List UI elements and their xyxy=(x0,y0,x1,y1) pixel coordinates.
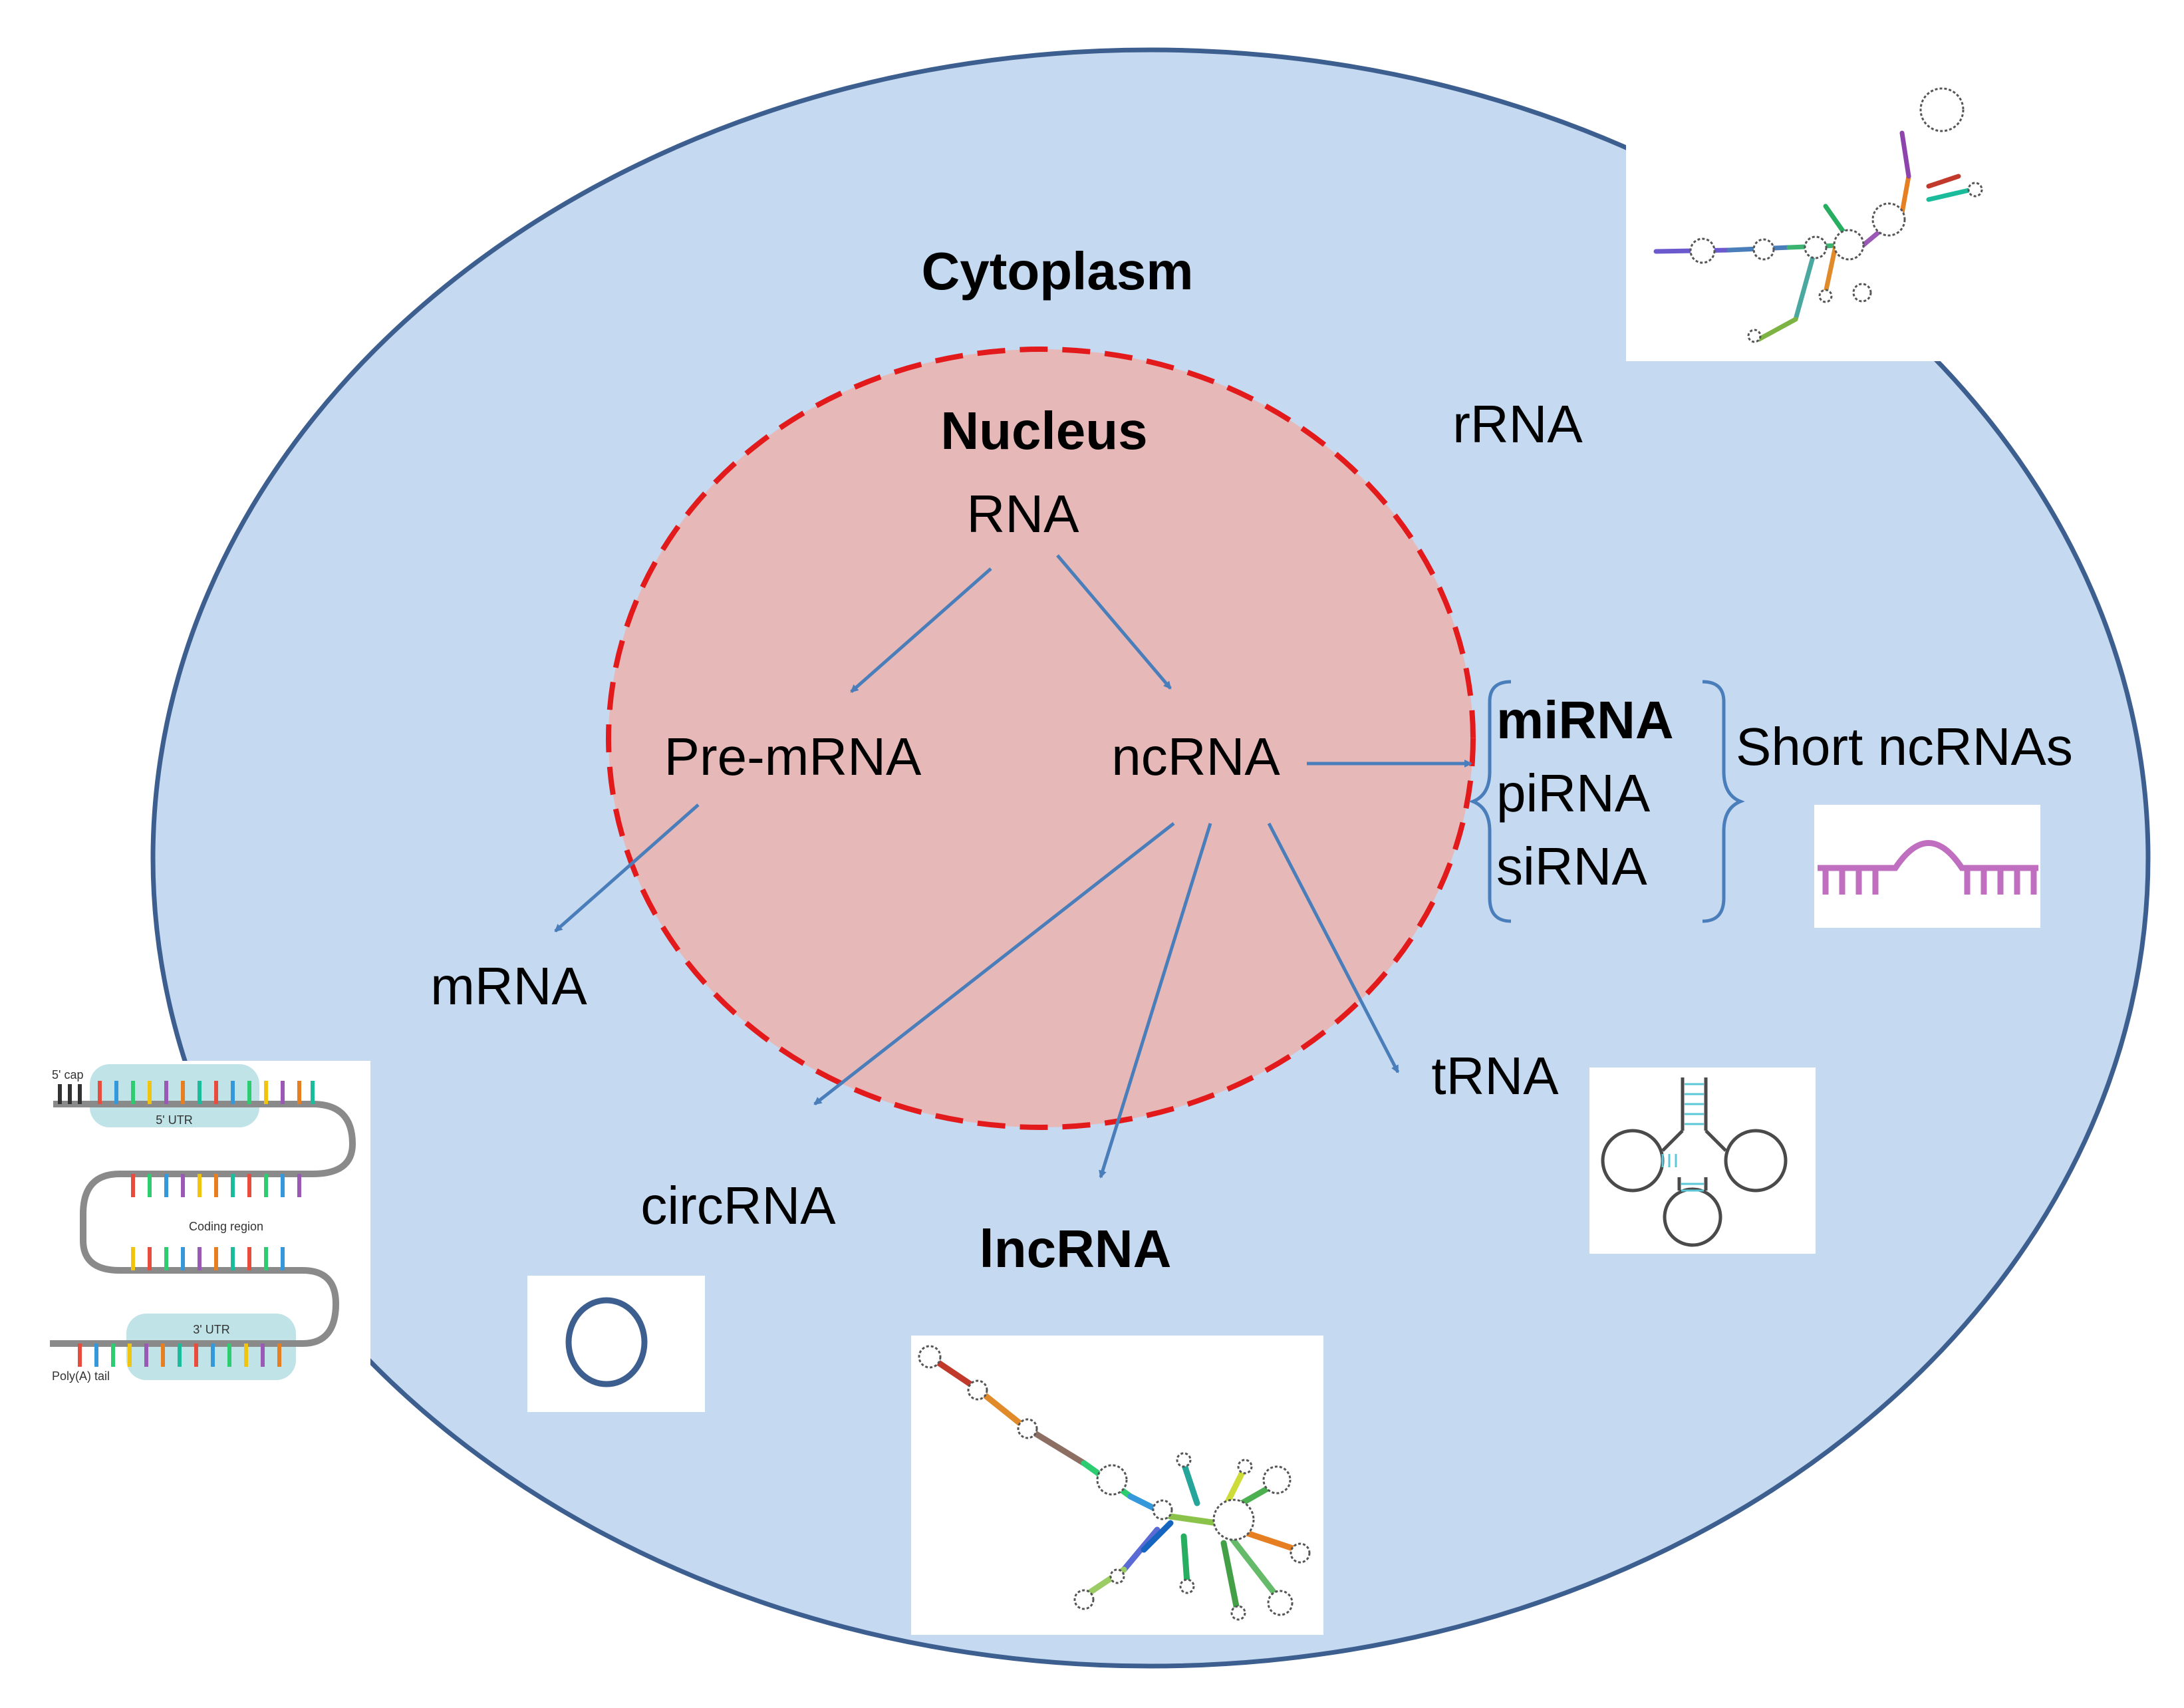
utr5-region xyxy=(90,1064,259,1127)
rrna-label: rRNA xyxy=(1452,394,1583,454)
ncrna-label: ncRNA xyxy=(1111,727,1280,786)
lncrna-label: lncRNA xyxy=(980,1219,1172,1278)
short-ncrnas-label: Short ncRNAs xyxy=(1736,717,2073,776)
mrna-structure-image: 5' cap 5' UTR Coding region 3' UTR Poly(… xyxy=(41,1061,370,1397)
rrna-structure-image xyxy=(1626,87,1983,361)
trna-label: tRNA xyxy=(1431,1046,1559,1105)
mirna-label: miRNA xyxy=(1496,690,1674,750)
lncrna-structure-image xyxy=(911,1336,1323,1635)
left-brace xyxy=(1468,680,1512,923)
trna-structure-image xyxy=(1589,1068,1816,1254)
arrow-ncrna-to-circrna xyxy=(813,822,1175,1105)
nucleus-label: Nucleus xyxy=(940,401,1147,460)
arrow-rna-to-pre-mrna xyxy=(850,567,992,693)
polya-label: Poly(A) tail xyxy=(52,1369,110,1383)
rna-label: RNA xyxy=(967,484,1080,543)
arrow-ncrna-to-lncrna xyxy=(1099,823,1212,1179)
pirna-label: piRNA xyxy=(1496,764,1651,823)
arrows xyxy=(554,554,1472,1179)
mrna-strand xyxy=(50,1101,356,1347)
short-ncrna-structure-image xyxy=(1814,805,2040,928)
utr5-label: 5' UTR xyxy=(156,1113,192,1127)
cap-label: 5' cap xyxy=(52,1068,83,1081)
mrna-label: mRNA xyxy=(430,956,587,1016)
circrna-structure-image xyxy=(527,1276,705,1412)
coding-region-label: Coding region xyxy=(189,1220,263,1233)
sirna-label: siRNA xyxy=(1496,837,1647,896)
arrow-ncrna-to-trna xyxy=(1267,822,1400,1073)
nucleus-envelope xyxy=(606,347,1476,1130)
circular-rna-ring xyxy=(565,1297,648,1387)
right-brace xyxy=(1702,680,1745,923)
utr3-label: 3' UTR xyxy=(193,1323,229,1336)
circrna-label: circRNA xyxy=(640,1176,836,1235)
arrow-pre-mrna-to-mrna xyxy=(554,803,700,932)
cytoplasm-label: Cytoplasm xyxy=(922,241,1194,301)
arrow-rna-to-ncrna xyxy=(1056,554,1172,690)
pre-mrna-label: Pre-mRNA xyxy=(664,727,922,786)
